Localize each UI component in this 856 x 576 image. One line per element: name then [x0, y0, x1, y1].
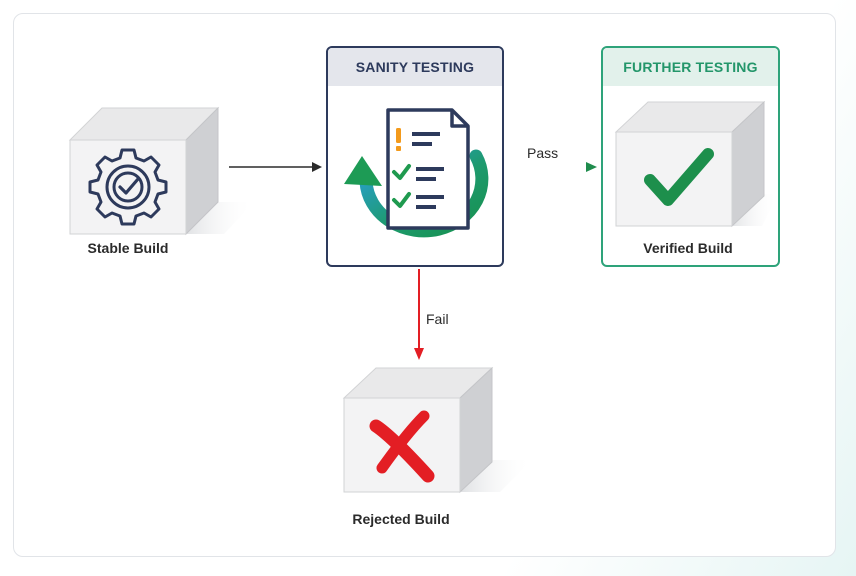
arrow-pass — [507, 162, 597, 172]
arrow-fail — [414, 269, 424, 360]
pass-label: Pass — [527, 145, 559, 161]
checkmark-icon — [644, 148, 714, 206]
stable-build-box — [68, 106, 254, 236]
rejected-build-label: Rejected Build — [352, 511, 450, 527]
further-testing-title: FURTHER TESTING — [603, 48, 778, 86]
sanity-testing-title: SANITY TESTING — [328, 48, 502, 86]
stable-build-label: Stable Build — [87, 240, 169, 256]
cross-icon — [369, 410, 435, 483]
verified-build-box — [614, 100, 778, 228]
gear-check-icon — [88, 148, 168, 226]
fail-label: Fail — [426, 311, 449, 327]
checklist-cycle-illustration — [344, 108, 489, 238]
sanity-testing-panel: SANITY TESTING — [326, 46, 504, 267]
arrow-to-sanity — [229, 162, 322, 172]
checklist-icon — [386, 108, 470, 230]
verified-build-label: Verified Build — [643, 240, 733, 256]
rejected-build-box — [342, 366, 532, 494]
